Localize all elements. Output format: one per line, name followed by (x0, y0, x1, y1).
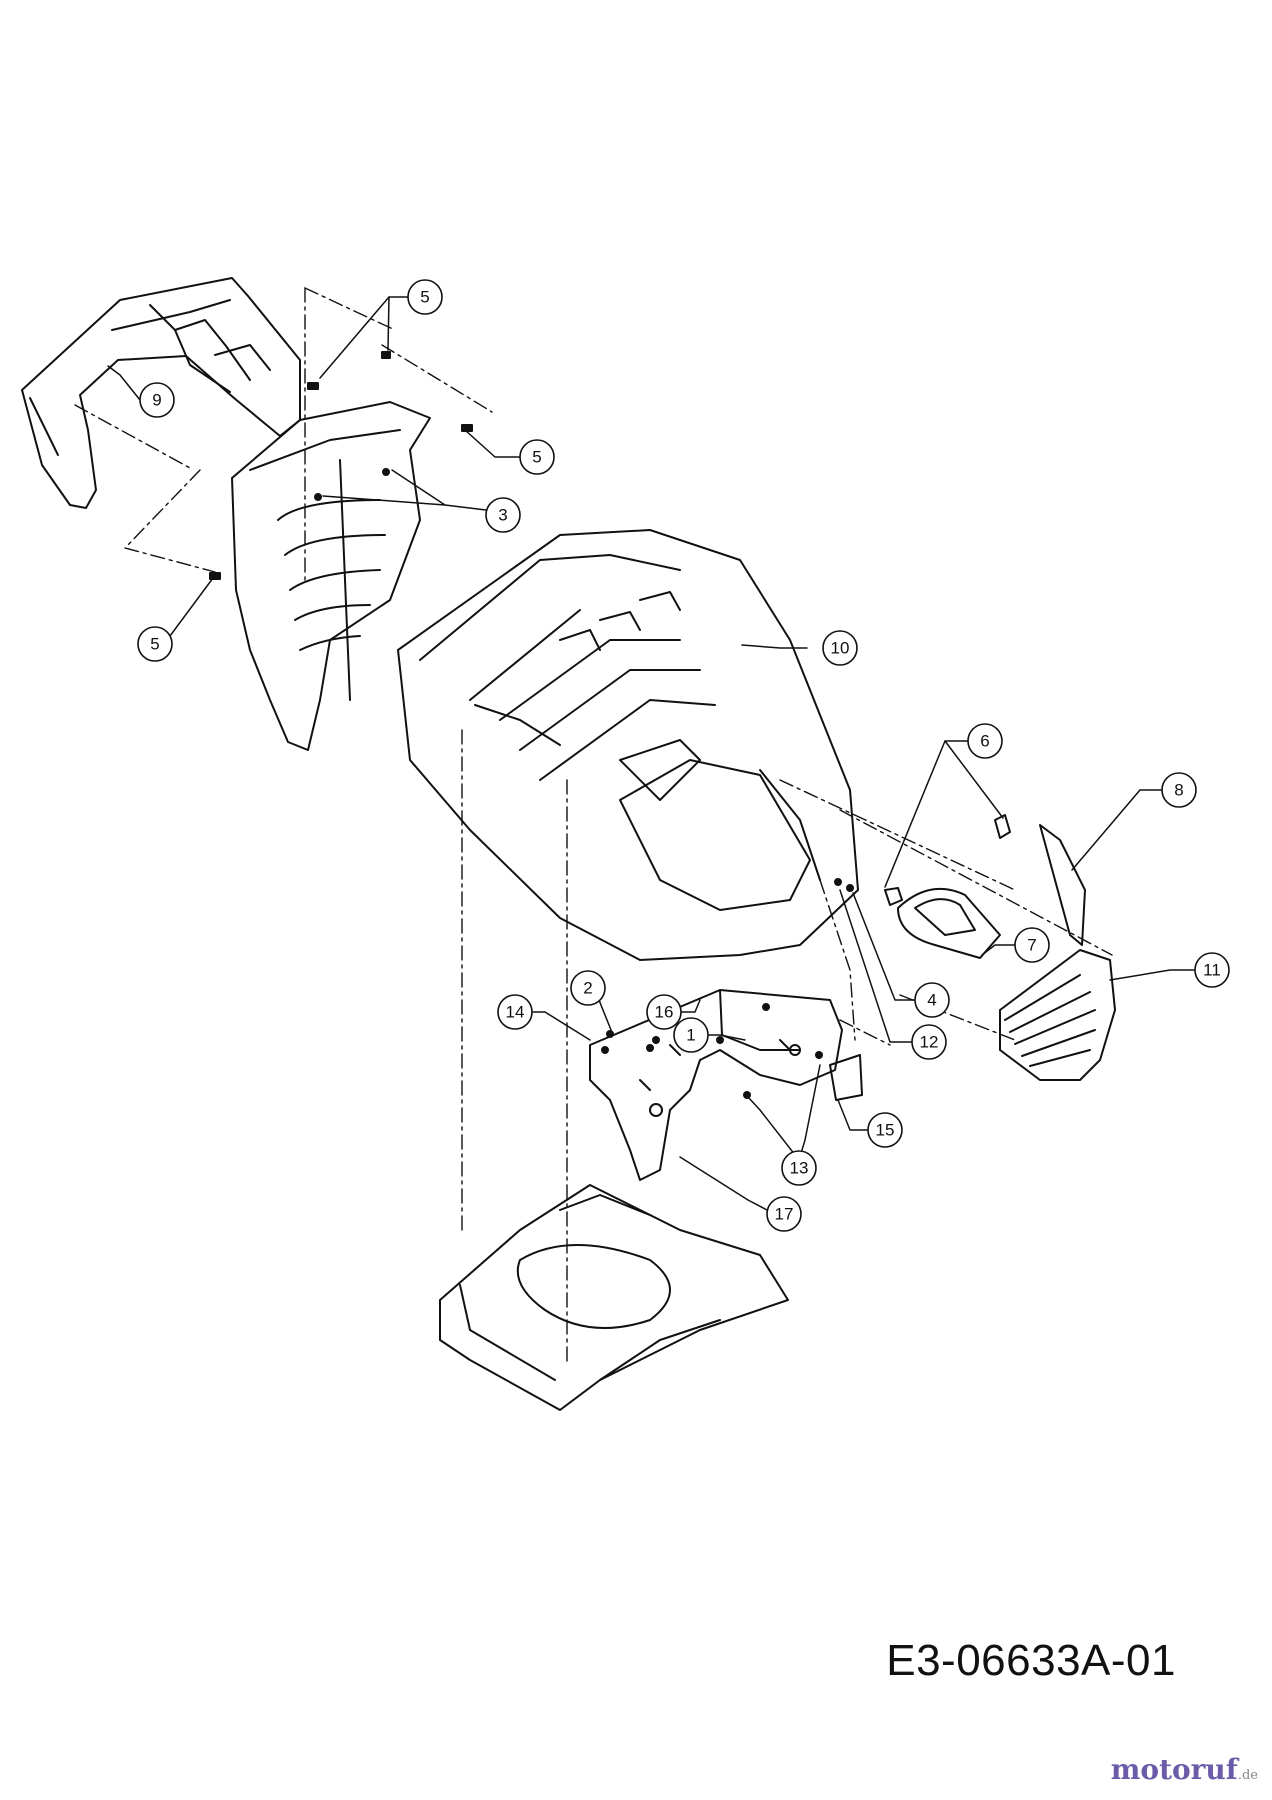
callout-circle-10 (822, 630, 858, 666)
fastener-parts (209, 351, 854, 1099)
drawing-code: E3-06633A-01 (886, 1636, 1176, 1685)
callout-label-13: 13 (790, 1159, 809, 1178)
callout-circle-9 (139, 382, 175, 418)
callout-circle-11 (1194, 952, 1230, 988)
brand-tld: .de (1237, 1768, 1258, 1783)
callout-label-1: 1 (686, 1026, 695, 1045)
callout-label-5c: 5 (150, 635, 159, 654)
callout-label-17: 17 (775, 1205, 794, 1224)
callout-label-16: 16 (655, 1003, 674, 1022)
callout-circle-7 (1014, 927, 1050, 963)
front-grille-part (999, 949, 1116, 1081)
callout-label-14: 14 (506, 1003, 525, 1022)
leader-lines (107, 296, 1196, 1211)
callout-label-4: 4 (927, 991, 936, 1010)
callout-circle-1 (673, 1017, 709, 1053)
callout-label-12: 12 (920, 1033, 939, 1052)
rear-fender-part (21, 277, 301, 509)
callout-circle-5a (407, 279, 443, 315)
callout-label-10: 10 (831, 639, 850, 658)
callout-label-8: 8 (1174, 781, 1183, 800)
callout-circle-15 (867, 1112, 903, 1148)
callout-label-11: 11 (1203, 961, 1221, 980)
dash-panel-part (231, 401, 431, 751)
callout-label-3: 3 (498, 506, 507, 525)
callout-circle-4 (914, 982, 950, 1018)
callout-circle-13 (781, 1150, 817, 1186)
callout-label-7: 7 (1027, 936, 1036, 955)
callout-circle-5b (519, 439, 555, 475)
hood-hinge-part (829, 1054, 863, 1101)
callout-label-6: 6 (980, 732, 989, 751)
brand-logo: motoruf.de (1111, 1753, 1258, 1786)
callout-circle-2 (570, 970, 606, 1006)
assembly-lines (74, 287, 1113, 1363)
lower-pan-part (439, 1184, 789, 1411)
callout-circle-8 (1161, 772, 1197, 808)
callout-label-15: 15 (876, 1121, 895, 1140)
brand-name: motoruf (1110, 1753, 1238, 1786)
callout-label-9: 9 (152, 391, 161, 410)
callout-label-2: 2 (583, 979, 592, 998)
push-nut-parts (884, 814, 1011, 906)
hood-bracket-part (589, 989, 843, 1181)
callout-circle-6 (967, 723, 1003, 759)
callout-circle-14 (497, 994, 533, 1030)
callout-circle-5c (137, 626, 173, 662)
callout-circles (137, 279, 1230, 1232)
callout-label-5a: 5 (420, 288, 429, 307)
emblem-part (1039, 824, 1086, 946)
callout-circle-16 (646, 994, 682, 1030)
headlight-bezel-part (897, 887, 1001, 959)
callout-circle-17 (766, 1196, 802, 1232)
hood-part (397, 529, 859, 961)
callout-label-5b: 5 (532, 448, 541, 467)
callout-circle-12 (911, 1024, 947, 1060)
callout-circle-3 (485, 497, 521, 533)
